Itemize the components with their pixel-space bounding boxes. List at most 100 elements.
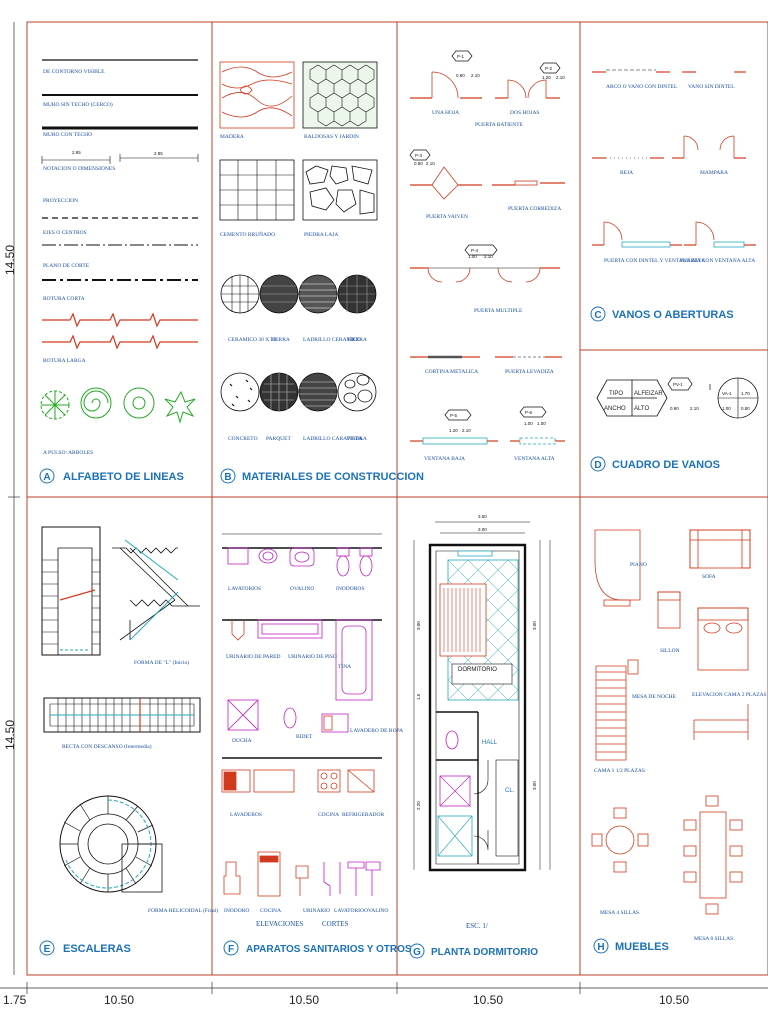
panel-d-title: CUADRO DE VANOS: [612, 459, 720, 471]
tag-p6-b: 1.00: [537, 421, 546, 426]
label-reja: REJA: [620, 170, 633, 176]
panel-f-letter: F: [228, 944, 234, 955]
tag-p3: P-3: [415, 153, 423, 158]
panel-f-title: APARATOS SANITARIOS Y OTROS: [246, 944, 412, 955]
label-una-hoja: UNA HOJA: [432, 110, 459, 116]
panel-h-badge: [593, 938, 609, 954]
panel-h-letter: H: [597, 942, 604, 953]
tag-p1-b: 2.10: [471, 73, 480, 78]
d-tipo: TIPO: [609, 391, 623, 397]
sheet-dimensions: [0, 22, 768, 994]
label-mampara: MAMPARA: [700, 170, 728, 176]
panel-c-title: VANOS O ABERTURAS: [612, 309, 734, 321]
label-ejes: EJES O CENTROS: [43, 230, 87, 236]
label-arco: ARCO O VANO CON DINTEL: [606, 84, 678, 90]
label-tierra-2: TIERRA: [347, 337, 367, 343]
h-mesa4: MESA 4 SILLAS: [600, 910, 639, 916]
panel-h: PIANO SOFA SILLON MESA DE NOCHE ELEVACIO…: [591, 529, 767, 954]
tag-p2-b: 2.10: [556, 75, 565, 80]
label-ladrillo-ceramico: LADRILLO CERAMICO: [303, 337, 361, 343]
label-puerta-ventana: PUERTA CON VENTANA ALTA: [680, 258, 755, 264]
label-contorno: DE CONTORNO VISIBLE: [43, 69, 105, 75]
label-puerta-dintel: PUERTA CON DINTEL Y VENTANA ALTA: [604, 258, 705, 264]
label-lavaderos: LAVADEROS: [230, 812, 262, 818]
label-madera: MADERA: [220, 134, 244, 140]
g-room: DORMITORIO: [458, 667, 497, 673]
d-alto: ALTO: [634, 406, 649, 412]
label-rotura-larga: ROTURA LARGA: [43, 358, 86, 364]
panel-d-letter: D: [594, 460, 601, 471]
panel-d-badge: [590, 456, 606, 472]
h-mesa-noche: MESA DE NOCHE: [632, 694, 677, 700]
g-dim-side-1: 3.00: [532, 621, 537, 630]
g-dim-side-0: 3.00: [416, 621, 421, 630]
label-vaiven: PUERTA VAIVEN: [426, 214, 468, 220]
tag-p6-a: 1.00: [524, 421, 533, 426]
dim-a: 2.85: [72, 150, 81, 155]
g-dim-side-3: 1.5: [416, 693, 421, 700]
dim-b: 2.85: [154, 151, 163, 156]
d-va: VA-1: [722, 391, 732, 396]
h-piano: PIANO: [630, 562, 647, 568]
label-forma-l: FORMA DE "L" (Inicio): [134, 659, 189, 666]
dim-bottom-4: 10.50: [659, 993, 689, 1007]
label-vano-sin: VANO SIN DINTEL: [688, 84, 735, 90]
panel-g-letter: G: [413, 947, 421, 958]
label-concreto: CONCRETO: [228, 436, 258, 442]
tree-icons: [40, 387, 196, 424]
h-elev-cama: ELEVACION CAMA 2 PLAZAS: [692, 692, 767, 698]
label-cocina-elev: COCINA: [260, 908, 281, 914]
material-circles-row2: [220, 372, 377, 412]
label-proyeccion: PROYECCION: [43, 198, 78, 204]
label-arboles: A PULSO: ARBOLES: [43, 450, 93, 456]
label-ventana-baja: VENTANA BAJA: [424, 456, 465, 462]
label-lavadero-ropa: LAVADERO DE ROPA: [350, 728, 403, 734]
label-cocina: COCINA: [318, 812, 339, 818]
tag-p6: P-6: [525, 410, 533, 415]
g-dim-top-0: 3.50: [478, 514, 487, 519]
label-urinario-pared: URINARIO DE PARED: [226, 654, 281, 660]
label-tina: TINA: [338, 664, 351, 670]
dim-bottom-0: 1.75: [3, 993, 27, 1007]
tag-p1: P-1: [457, 54, 465, 59]
label-notacion: NOTACION O DIMENSIONES: [43, 166, 115, 172]
d-pv: PV-1: [673, 382, 683, 387]
panel-a-letter: A: [43, 472, 50, 483]
label-lavatorios: LAVATORIOS: [228, 586, 261, 592]
label-bidet: BIDET: [296, 734, 313, 740]
piedra-laja-swatch: [302, 159, 378, 221]
h-cama: CAMA 1 1/2 PLAZAS: [594, 768, 645, 774]
tag-p5-b: 2.10: [462, 428, 471, 433]
label-ceramico: CERAMICO 30 X 30: [228, 337, 276, 343]
panel-a: DE CONTORNO VISIBLE MURO SIN TECHO (CERC…: [39, 59, 199, 484]
label-levadiza: PUERTA LEVADIZA: [505, 369, 554, 375]
panel-b-badge: [220, 468, 236, 484]
label-cemento: CEMENTO BRUÑADO: [220, 230, 275, 238]
d-alfeizar: ALFEIZAR: [634, 391, 663, 397]
label-helicoidal: FORMA HELICOIDAL (Final): [148, 907, 218, 914]
label-multiple: PUERTA MULTIPLE: [474, 308, 523, 314]
g-cl: CL.: [505, 788, 515, 794]
label-recta: RECTA CON DESCANSO (Intermedia): [62, 743, 152, 750]
label-muro-sin-techo: MURO SIN TECHO (CERCO): [43, 101, 113, 108]
label-plano-corte: PLANO DE CORTE: [43, 263, 90, 269]
label-ducha: DUCHA: [232, 738, 252, 744]
g-dim-top-1: 3.00: [478, 527, 487, 532]
label-puerta-batiente: PUERTA BATIENTE: [475, 122, 524, 128]
g-escala: ESC. 1/: [466, 922, 488, 930]
rotura-corta-line: [42, 312, 198, 328]
dim-bottom-2: 10.50: [289, 993, 319, 1007]
panel-f-badge: [223, 940, 239, 956]
label-inodoro: INODORO: [224, 908, 249, 914]
label-refrigerador: REFRIGERADOR: [342, 812, 385, 818]
label-ladrillo-caravista: LADRILLO CARAVISTA: [303, 436, 362, 442]
label-urinario: URINARIO: [303, 908, 330, 914]
dim-bottom-3: 10.50: [473, 993, 503, 1007]
dim-bottom-1: 10.50: [104, 993, 134, 1007]
tag-p2: P-2: [545, 66, 553, 71]
tag-p4-a: 1.00: [468, 254, 477, 259]
panel-e-badge: [39, 940, 55, 956]
panel-a-title: ALFABETO DE LINEAS: [63, 471, 184, 483]
g-dim-side-4: 2.20: [416, 801, 421, 810]
